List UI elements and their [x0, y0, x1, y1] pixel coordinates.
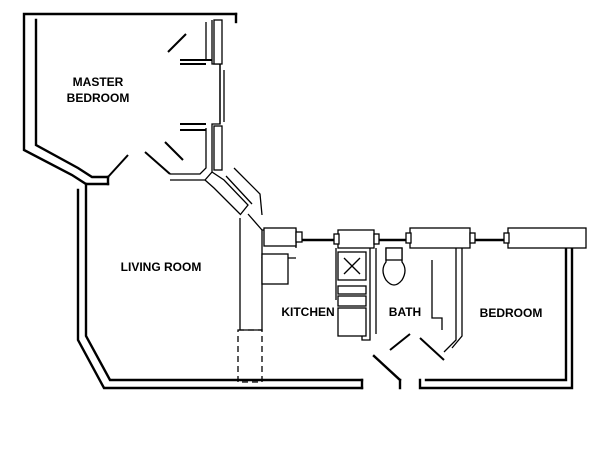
master-bedroom-label-line2: BEDROOM	[67, 91, 130, 105]
master-bedroom-label-line1: MASTER	[73, 75, 124, 89]
counter	[261, 253, 289, 285]
living-room-label: LIVING ROOM	[121, 260, 202, 274]
closet-outline	[237, 329, 263, 383]
living-room-left-wall	[84, 182, 364, 382]
window	[409, 227, 471, 249]
bath-fixtures	[382, 247, 406, 286]
master-bedroom-outer-wall-inner	[34, 18, 110, 179]
bath-label: BATH	[389, 305, 421, 319]
master-bedroom-outer-wall	[22, 12, 238, 186]
counter	[337, 295, 367, 307]
bedroom-label: BEDROOM	[480, 306, 543, 320]
window	[263, 227, 297, 247]
kitchen-label: KITCHEN	[281, 305, 334, 319]
sink	[337, 285, 367, 295]
room-labels: MASTER BEDROOM LIVING ROOM KITCHEN BATH …	[67, 75, 543, 320]
refrigerator	[337, 307, 367, 337]
bedroom-outer-wall	[418, 246, 574, 390]
kitchen-fixtures	[261, 251, 367, 337]
windows	[213, 19, 587, 249]
walls	[22, 12, 585, 390]
living-room-left-wall-inner	[76, 188, 364, 390]
window	[507, 227, 587, 249]
window	[337, 229, 375, 249]
